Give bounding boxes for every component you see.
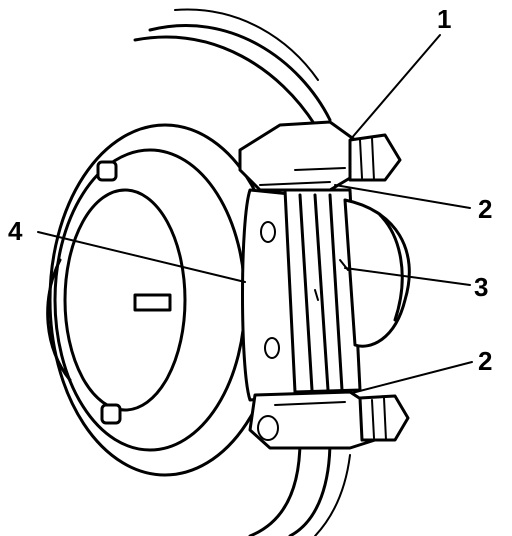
caliper-bolt-upper: [238, 120, 402, 192]
callout-3: 3: [474, 272, 488, 302]
leader-line-1: [349, 34, 441, 141]
wheel-stud: [96, 160, 118, 182]
leader-line-2-upper: [334, 184, 471, 209]
leader-lines: [37, 34, 473, 394]
leader-line-2-lower: [351, 361, 473, 394]
wheel-stud: [133, 293, 172, 312]
caliper-bolt-lower: [248, 390, 410, 450]
brake-pads: [283, 188, 411, 394]
callout-1: 1: [437, 4, 451, 34]
caliper-bracket: [241, 188, 302, 402]
callout-4: 4: [8, 216, 23, 246]
leader-line-3: [344, 267, 471, 286]
hub-drum: [46, 123, 282, 477]
rotor-arcs: [133, 8, 351, 536]
leader-line-4: [37, 231, 246, 283]
callout-2-upper: 2: [478, 194, 492, 224]
wheel-stud: [100, 403, 122, 425]
callout-2-lower: 2: [478, 346, 492, 376]
